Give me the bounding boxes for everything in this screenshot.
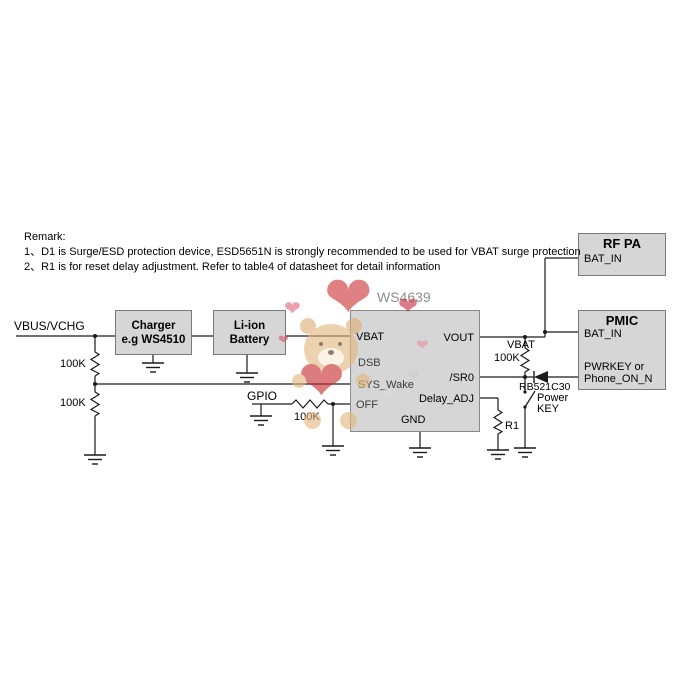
remark-line-1: 1、D1 is Surge/ESD protection device, ESD…	[24, 246, 581, 258]
diode-label: RB521C30	[519, 381, 571, 393]
ic-title: WS4639	[377, 289, 431, 305]
remark-title: Remark:	[24, 231, 66, 243]
gpio-net-label: GPIO	[247, 389, 278, 403]
diode-icon	[533, 371, 548, 383]
ic-pin-dsb: DSB	[358, 357, 381, 369]
vbus-net-label: VBUS/VCHG	[14, 319, 85, 333]
rfpa-box: RF PA BAT_IN	[578, 233, 666, 276]
wire-vout-bus	[480, 257, 578, 338]
ic-pin-vbat: VBAT	[356, 331, 384, 343]
junction-dots	[93, 330, 547, 409]
ground-icon	[486, 449, 510, 460]
rfpa-pin-batin: BAT_IN	[584, 253, 622, 265]
pmic-box: PMIC BAT_IN PWRKEY or Phone_ON_N	[578, 310, 666, 390]
battery-label-line2: Battery	[229, 333, 270, 346]
ground-icon	[141, 362, 165, 373]
charger-box: Charger e.g WS4510	[115, 310, 192, 355]
resistor-pullup-icon	[519, 347, 531, 373]
pmic-pin-batin: BAT_IN	[584, 328, 622, 340]
ground-icon	[513, 447, 537, 458]
charger-label-line1: Charger	[131, 319, 176, 332]
resistor-pullup-label: 100K	[494, 352, 520, 364]
remark-line-2: 2、R1 is for reset delay adjustment. Refe…	[24, 261, 441, 273]
charger-label-line2: e.g WS4510	[121, 333, 186, 346]
ground-icon	[83, 454, 107, 465]
resistor-divider-top-label: 100K	[60, 358, 86, 370]
pmic-title: PMIC	[605, 313, 639, 328]
wire-delayadj	[480, 397, 499, 450]
battery-label-line1: Li-ion	[233, 319, 266, 332]
ic-pin-delayadj: Delay_ADJ	[418, 393, 474, 405]
powerkey-label-line1: Power	[537, 392, 569, 404]
ground-icon	[408, 447, 432, 458]
switch-blade-icon	[524, 390, 536, 408]
pmic-pin-pwrkey-line2: Phone_ON_N	[584, 373, 653, 385]
vbat-net-label: VBAT	[507, 339, 535, 351]
ic-pin-vout: VOUT	[443, 332, 474, 344]
ic-pin-off: OFF	[356, 399, 378, 411]
resistor-divider-top-icon	[89, 351, 101, 377]
ground-icon	[249, 415, 273, 426]
resistor-r1-icon	[492, 409, 504, 435]
rfpa-title: RF PA	[602, 236, 642, 251]
powerkey-label-line2: KEY	[537, 403, 560, 415]
resistor-divider-bottom-icon	[89, 391, 101, 417]
resistor-divider-bottom-label: 100K	[60, 397, 86, 409]
ic-pin-syswake: SYS_Wake	[358, 379, 414, 391]
resistor-gpio-icon	[291, 399, 329, 409]
ground-icon	[235, 372, 259, 383]
ic-pin-sr0: /SR0	[449, 372, 474, 384]
battery-box: Li-ion Battery	[213, 310, 286, 355]
resistor-gpio-label: 100K	[294, 411, 320, 423]
ic-box: VBAT DSB SYS_Wake OFF VOUT /SR0 Delay_AD…	[350, 310, 480, 432]
pmic-pin-pwrkey-line1: PWRKEY or	[584, 361, 645, 373]
ground-icon	[321, 445, 345, 456]
ic-pin-gnd: GND	[401, 414, 426, 426]
resistor-r1-label: R1	[505, 420, 520, 432]
